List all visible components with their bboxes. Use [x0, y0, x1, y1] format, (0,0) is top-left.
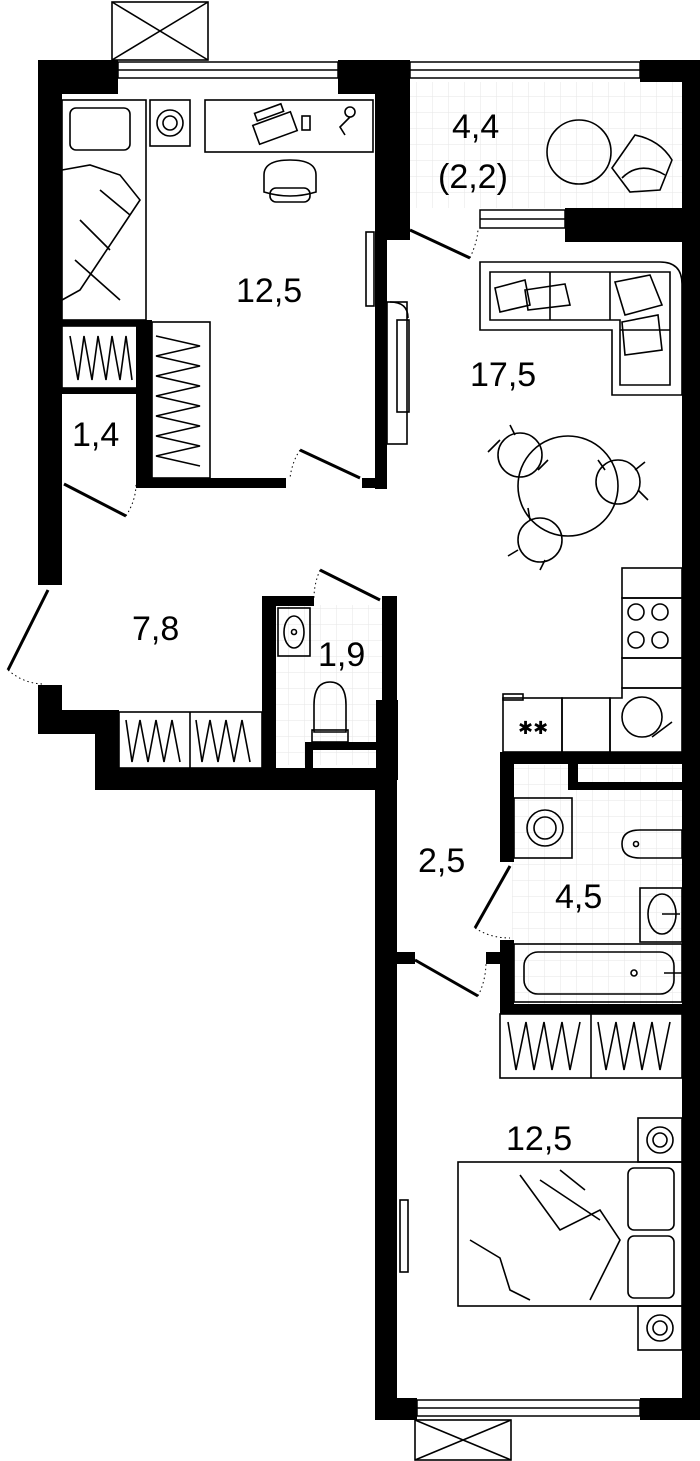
dining-chair-icon: [487, 424, 649, 571]
bed-icon: [61, 99, 147, 321]
bedroom2-wardrobe-icon: [499, 1013, 683, 1079]
wc-floor: [275, 605, 385, 765]
bedroom2-nightstand-top-icon: [637, 1117, 683, 1163]
windows: [117, 61, 641, 1417]
balcony-armchair-icon: [611, 134, 673, 193]
closet-shelf-icon: [61, 325, 139, 389]
hallway-wardrobe-icon: [118, 711, 263, 769]
vent-shaft-bottom: [414, 1419, 512, 1461]
area-closet-1: 1,4: [72, 416, 119, 454]
area-corridor: 2,5: [418, 842, 465, 880]
bath-toilet-icon: [621, 829, 683, 859]
area-balcony-reduced: (2,2): [438, 158, 508, 196]
bathroom-floor: [512, 765, 682, 1005]
bath-sink-icon: [639, 887, 683, 943]
balcony-floor: [410, 82, 682, 208]
bedroom2-nightstand-bottom-icon: [637, 1305, 683, 1351]
kitchen-counter-icon: ✱✱: [502, 567, 683, 753]
vent-shaft-top: [111, 1, 209, 61]
washing-machine-icon: [513, 797, 573, 859]
desk-icon: [204, 99, 374, 153]
bedroom2-bed-icon: [457, 1161, 683, 1307]
area-hallway: 7,8: [132, 610, 179, 648]
sofa-icon: [479, 261, 683, 396]
area-living-kitchen: 17,5: [470, 356, 536, 394]
bedroom2-radiator-icon: [399, 1199, 409, 1273]
area-bedroom-1: 12,5: [236, 272, 302, 310]
dining-table-icon: [487, 424, 649, 571]
toilet-icon: [311, 681, 349, 743]
area-bathroom: 4,5: [555, 878, 602, 916]
wardrobe-icon: [151, 321, 211, 479]
area-balcony: 4,4: [452, 108, 499, 146]
doors: [6, 227, 512, 998]
bathtub-icon: [513, 943, 683, 1003]
area-bedroom-2: 12,5: [506, 1120, 572, 1158]
area-wc: 1,9: [318, 636, 365, 674]
radiator-icon: [365, 231, 375, 307]
walls: [38, 60, 700, 1420]
tv-stand-icon: [386, 301, 410, 445]
wc-sink-icon: [277, 607, 311, 657]
nightstand-icon: [149, 99, 191, 147]
balcony-table-icon: [546, 119, 612, 185]
chair-icon: [263, 159, 317, 203]
stove-marks: ✱✱: [518, 718, 548, 738]
